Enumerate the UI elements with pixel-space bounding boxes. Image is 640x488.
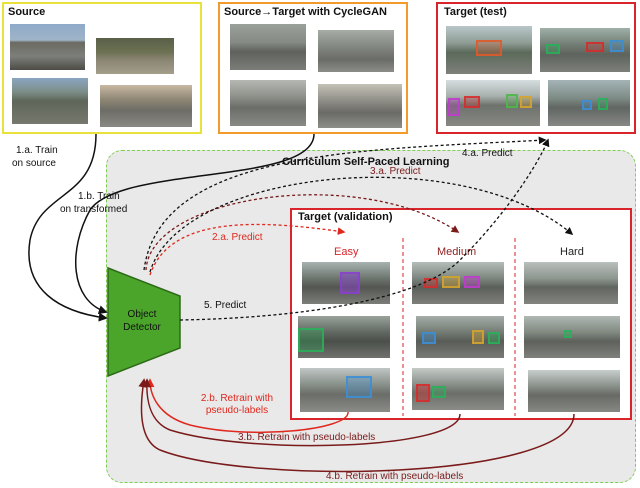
detector-label-1: Object: [127, 309, 157, 320]
medium-image-1: [412, 262, 504, 304]
source-image-2: [96, 38, 174, 74]
validation-title: Target (validation): [298, 211, 393, 223]
easy-image-3: [300, 368, 390, 412]
target-test-image-3: [446, 80, 540, 126]
hard-image-3: [528, 370, 620, 412]
source-image-3: [12, 78, 88, 124]
label-1b-line1: 1.b. Train: [78, 191, 120, 202]
target-test-image-4: [548, 80, 630, 126]
label-1b-line2: on transformed: [60, 204, 128, 215]
target-test-image-1: [446, 26, 532, 74]
cyclegan-image-4: [318, 84, 402, 128]
label-2b-line1: 2.b. Retrain with: [200, 393, 274, 404]
label-2b-line2: pseudo-labels: [205, 405, 269, 416]
label-3a: 3.a. Predict: [370, 166, 421, 177]
cyclegan-image-2: [318, 30, 394, 72]
medium-label: Medium: [437, 246, 477, 258]
hard-label: Hard: [560, 246, 584, 258]
label-3b: 3.b. Retrain with pseudo-labels: [238, 432, 376, 443]
target-test-title: Target (test): [444, 6, 507, 18]
label-2a: 2.a. Predict: [212, 232, 263, 243]
source-image-4: [100, 85, 192, 127]
cyclegan-image-1: [230, 24, 306, 70]
easy-label: Easy: [334, 246, 359, 258]
hard-image-2: [524, 316, 620, 358]
curriculum-title: Curriculum Self-Paced Learning: [282, 156, 450, 168]
medium-image-3: [412, 368, 504, 410]
cyclegan-title: Source→Target with CycleGAN: [224, 6, 387, 18]
label-1a-line2: on source: [12, 158, 56, 169]
detector-label-2: Detector: [123, 322, 161, 333]
label-4a: 4.a. Predict: [462, 148, 513, 159]
cyclegan-image-3: [230, 80, 306, 126]
label-5: 5. Predict: [204, 300, 247, 311]
medium-image-2: [416, 316, 504, 358]
source-image-1: [10, 24, 85, 70]
easy-image-1: [302, 262, 390, 304]
easy-image-2: [298, 316, 390, 358]
target-test-image-2: [540, 28, 630, 72]
hard-image-1: [524, 262, 618, 304]
label-4b: 4.b. Retrain with pseudo-labels: [326, 471, 464, 482]
source-title: Source: [8, 6, 46, 18]
label-1a-line1: 1.a. Train: [16, 145, 58, 156]
